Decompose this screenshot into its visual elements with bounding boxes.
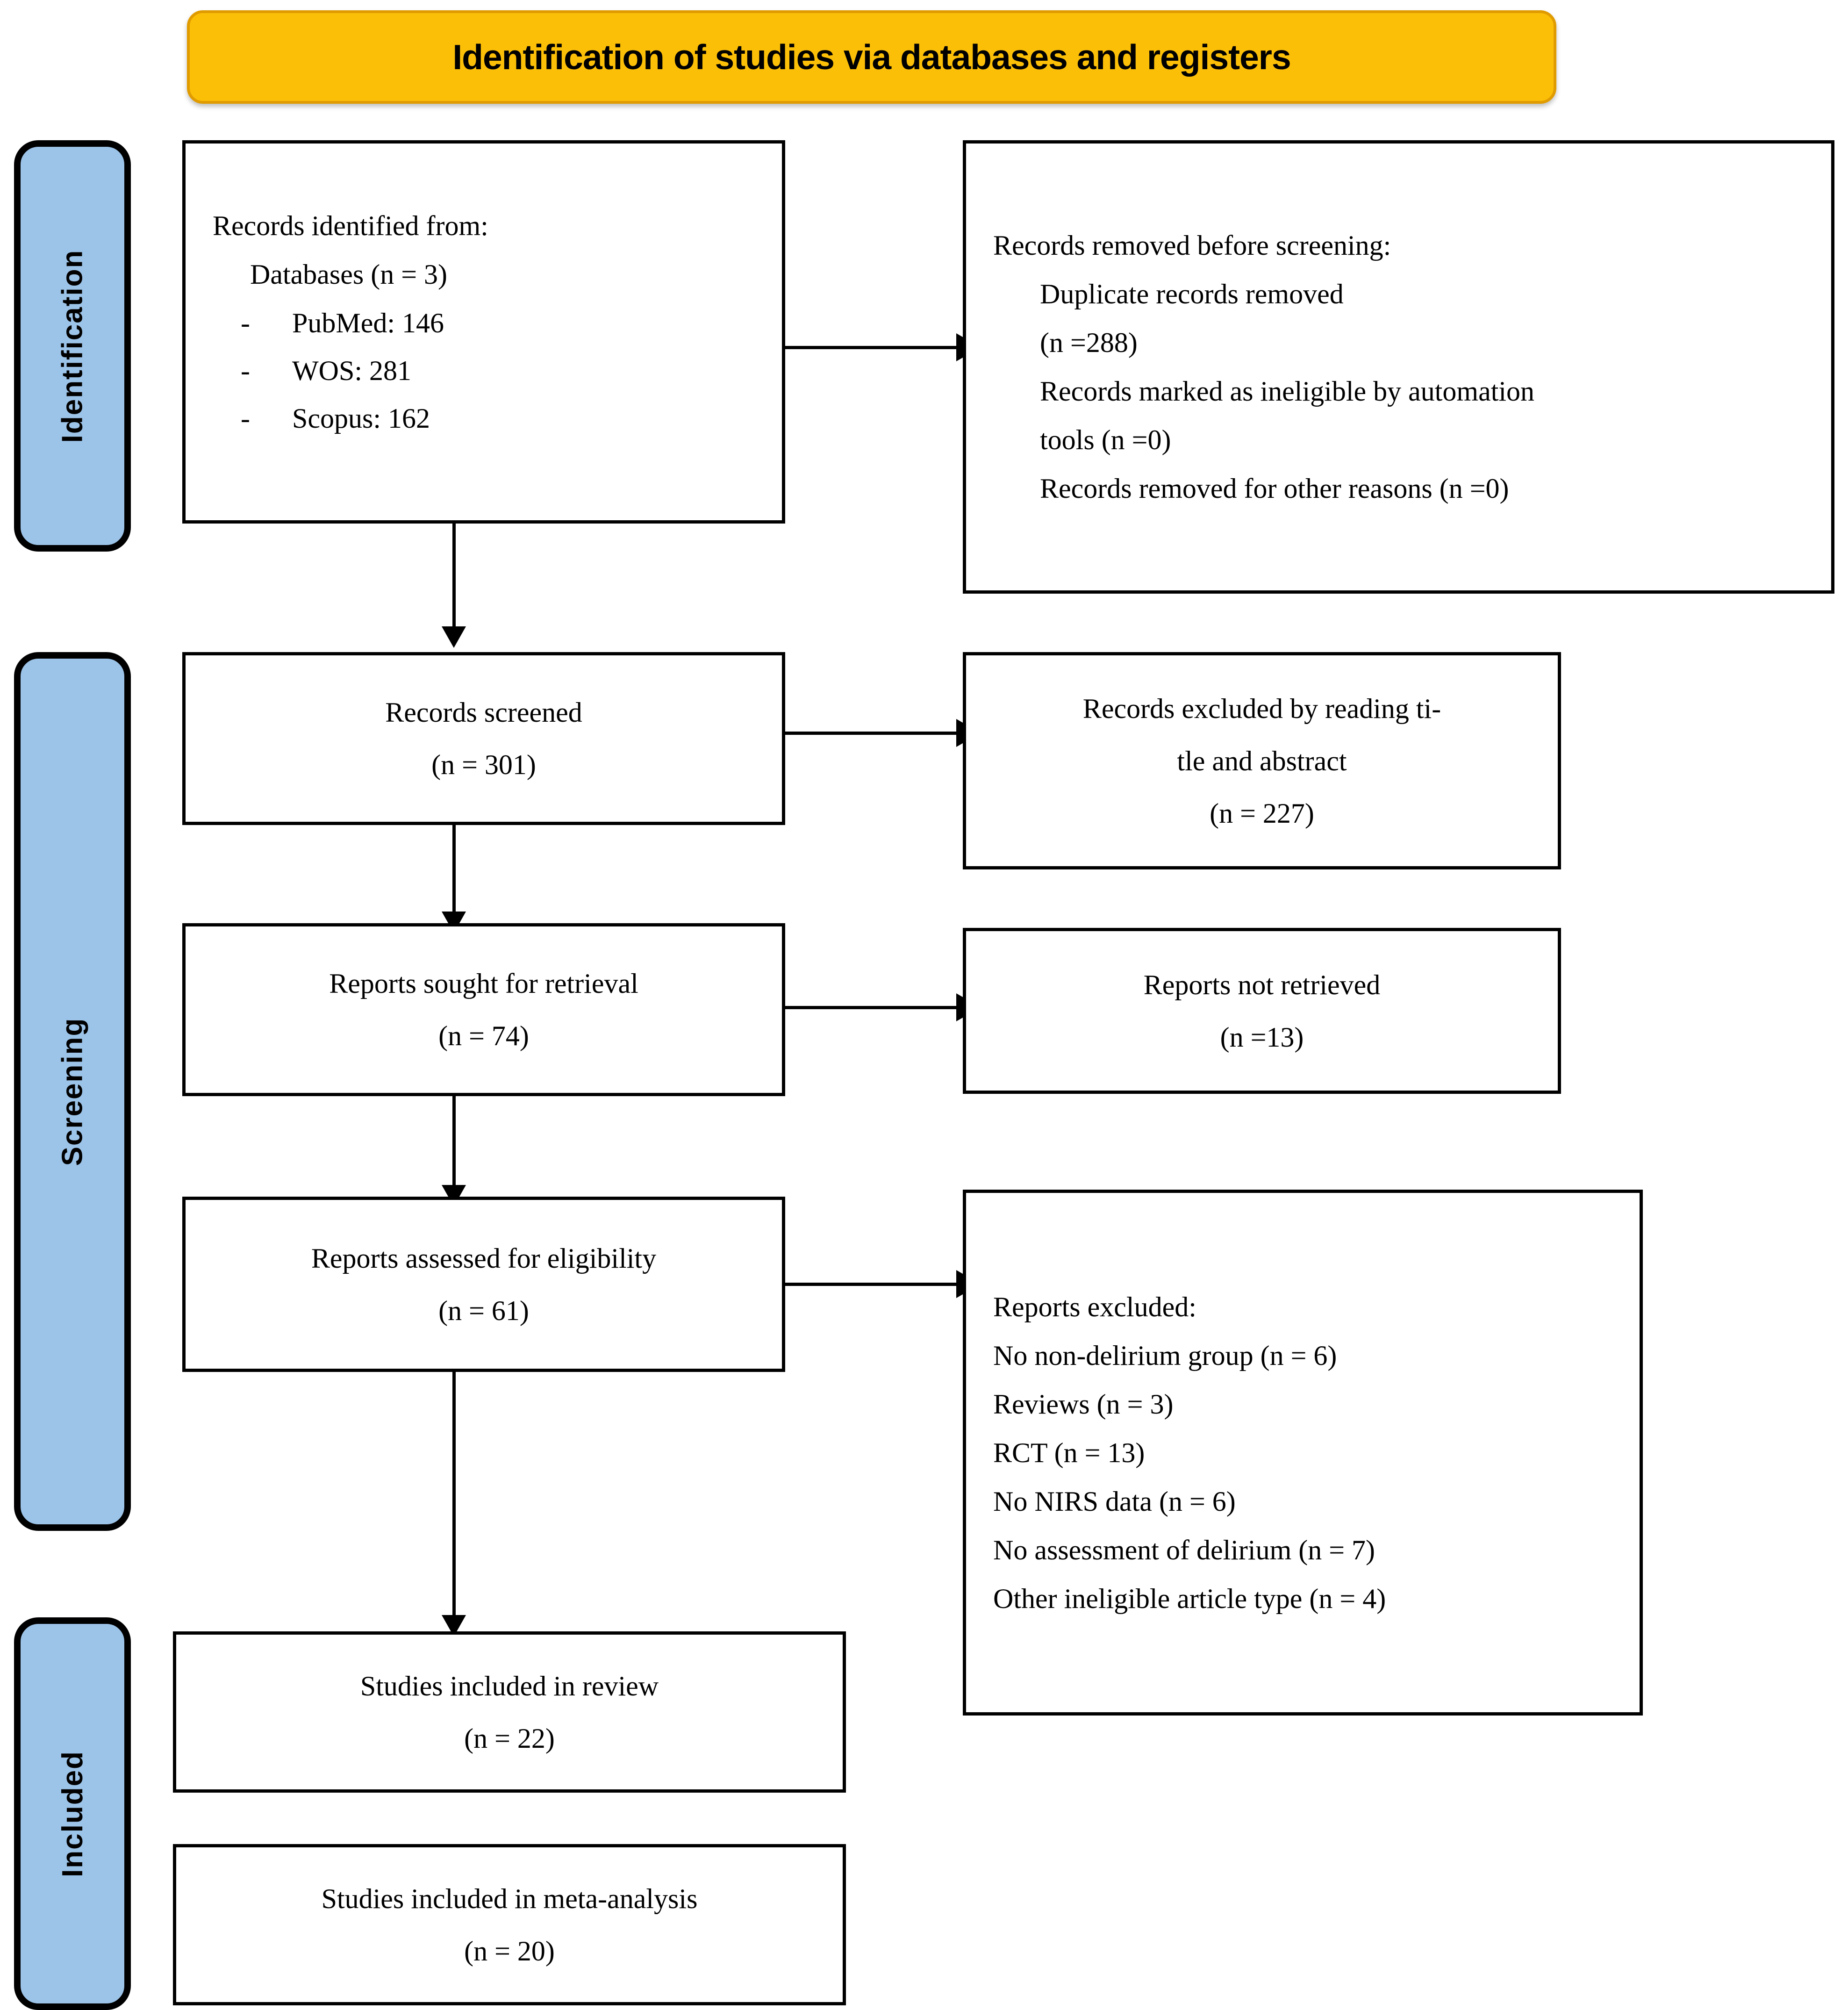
records-removed-title-colon: :	[1383, 230, 1391, 261]
records-excluded-line2: tle and abstract	[1177, 745, 1347, 776]
connector-screened-to-excluded	[785, 732, 958, 735]
connector-identified-to-removed	[785, 346, 958, 349]
records-identified-databases: Databases (n = 3)	[250, 259, 448, 290]
phase-pill-included: Included	[14, 1617, 131, 2010]
box-records-identified: Records identified from: Databases (n = …	[182, 140, 785, 524]
studies-included-review-label: Studies included in review	[360, 1670, 659, 1701]
arrowhead-identified-to-screened	[442, 626, 466, 648]
studies-included-review-count: (n = 22)	[464, 1723, 555, 1754]
source-label-scopus: Scopus: 162	[292, 403, 430, 434]
records-excluded-line1: Records excluded by reading ti-	[1082, 693, 1441, 724]
source-row-scopus: - Scopus: 162	[213, 404, 430, 432]
box-reports-excluded: Reports excluded: No non-delirium group …	[963, 1190, 1643, 1716]
reports-excluded-reason-5: Other ineligible article type (n = 4)	[993, 1583, 1386, 1614]
records-removed-title: Records removed before screening:	[993, 231, 1391, 259]
reports-assessed-count: (n = 61)	[438, 1295, 529, 1326]
box-studies-included-review: Studies included in review (n = 22)	[173, 1631, 846, 1793]
box-records-removed-before-screening: Records removed before screening: Duplic…	[963, 140, 1834, 594]
reports-excluded-reason-4: No assessment of delirium (n = 7)	[993, 1534, 1375, 1565]
connector-assessed-to-included-review	[452, 1372, 456, 1620]
records-removed-title-italic: before screening	[1197, 230, 1383, 261]
connector-screened-to-sought	[452, 825, 456, 916]
reports-not-retrieved-label: Reports not retrieved	[1143, 969, 1381, 1000]
banner-title: Identification of studies via databases …	[452, 37, 1291, 77]
reports-excluded-reason-0: No non-delirium group (n = 6)	[993, 1340, 1337, 1371]
bullet-dash: -	[241, 403, 250, 434]
reports-excluded-reason-2: RCT (n = 13)	[993, 1437, 1145, 1468]
records-removed-title-plain: Records removed	[993, 230, 1197, 261]
connector-identified-to-screened	[452, 524, 456, 631]
connector-sought-to-not-retrieved	[785, 1006, 958, 1009]
phase-label-identification: Identification	[56, 249, 89, 443]
bullet-dash: -	[241, 355, 250, 386]
records-screened-label: Records screened	[385, 697, 582, 728]
bullet-dash: -	[241, 308, 250, 338]
reports-excluded-title: Reports excluded:	[993, 1291, 1196, 1322]
connector-assessed-to-reports-excluded	[785, 1283, 958, 1286]
removed-line-duplicate: Duplicate records removed	[1040, 279, 1344, 309]
removed-line-other-reasons: Records removed for other reasons (n =0)	[1040, 473, 1509, 504]
source-row-wos: - WOS: 281	[213, 357, 411, 385]
reports-not-retrieved-count: (n =13)	[1220, 1021, 1304, 1053]
identification-banner: Identification of studies via databases …	[187, 10, 1556, 104]
source-row-pubmed: - PubMed: 146	[213, 309, 444, 337]
records-identified-title: Records identified from:	[213, 210, 488, 241]
removed-line-duplicate-count: (n =288)	[1040, 327, 1138, 358]
box-reports-not-retrieved: Reports not retrieved (n =13)	[963, 928, 1561, 1094]
box-records-screened: Records screened (n = 301)	[182, 652, 785, 825]
reports-excluded-reason-3: No NIRS data (n = 6)	[993, 1486, 1236, 1517]
removed-line-automation-count: tools (n =0)	[1040, 424, 1171, 455]
box-reports-assessed: Reports assessed for eligibility (n = 61…	[182, 1197, 785, 1372]
box-studies-included-meta: Studies included in meta-analysis (n = 2…	[173, 1844, 846, 2005]
reports-sought-count: (n = 74)	[438, 1020, 529, 1051]
phase-label-screening: Screening	[56, 1017, 89, 1166]
reports-assessed-label: Reports assessed for eligibility	[311, 1242, 657, 1274]
studies-included-meta-count: (n = 20)	[464, 1935, 555, 1967]
box-reports-sought: Reports sought for retrieval (n = 74)	[182, 923, 785, 1096]
source-label-wos: WOS: 281	[292, 355, 411, 386]
reports-excluded-reason-1: Reviews (n = 3)	[993, 1388, 1174, 1420]
records-excluded-count: (n = 227)	[1210, 797, 1314, 829]
records-screened-count: (n = 301)	[431, 749, 536, 780]
phase-label-included: Included	[56, 1750, 89, 1877]
phase-pill-identification: Identification	[14, 140, 131, 552]
reports-sought-label: Reports sought for retrieval	[329, 968, 638, 999]
studies-included-meta-label: Studies included in meta-analysis	[321, 1883, 698, 1914]
connector-sought-to-assessed	[452, 1096, 456, 1190]
removed-line-automation: Records marked as ineligible by automati…	[1040, 376, 1535, 407]
source-label-pubmed: PubMed: 146	[292, 308, 444, 338]
phase-pill-screening: Screening	[14, 652, 131, 1531]
box-records-excluded: Records excluded by reading ti- tle and …	[963, 652, 1561, 869]
